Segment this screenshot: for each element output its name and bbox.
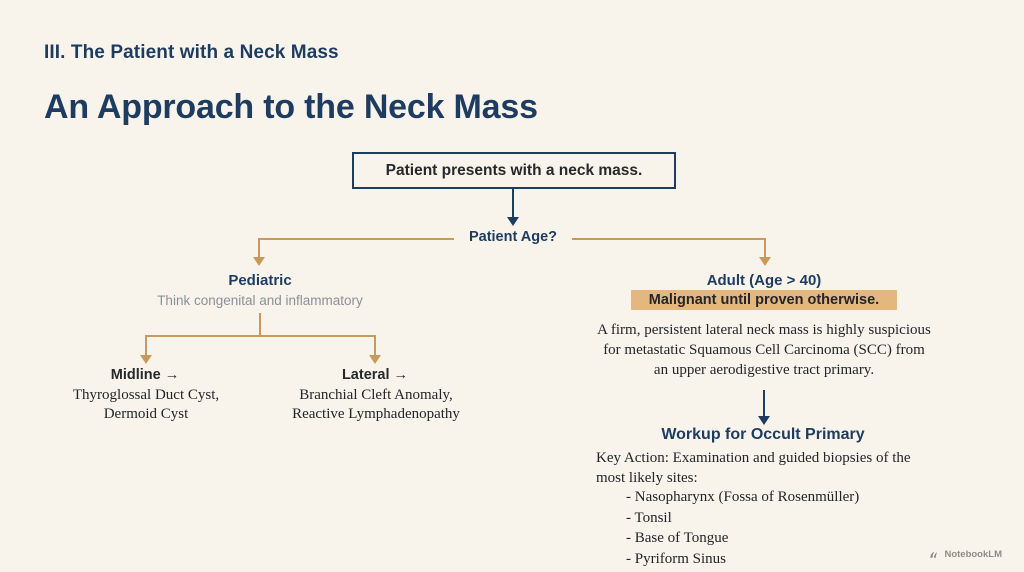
list-item: - Base of Tongue [626,530,729,546]
connector-to-pediatric [258,238,260,259]
leaf-body-lateral-line1: Branchial Cleft Anomaly, [299,387,453,403]
leaf-body-midline-line2: Dermoid Cyst [103,406,189,422]
leaf-title-midline: Midline → [110,367,180,383]
adult-heading: Adult (Age > 40) [706,272,822,289]
workup-key-action: Key Action: Examination and guided biops… [596,448,946,488]
connector-to-workup [763,390,765,418]
adult-paragraph-line1: A firm, persistent lateral neck mass is … [597,322,931,338]
connector-pediatric-bar [145,335,375,337]
page-title: An Approach to the Neck Mass [44,88,538,126]
adult-paragraph: A firm, persistent lateral neck mass is … [565,320,963,380]
list-item: - Nasopharynx (Fossa of Rosenmüller) [626,489,860,505]
arrowhead-to-pediatric [253,257,265,266]
connector-pediatric-lateral [374,335,376,357]
watermark-label: NotebookLM [944,549,1002,560]
list-item: - Tonsil [626,509,672,526]
adult-highlight-badge: Malignant until proven otherwise. [631,290,897,310]
workup-key-action-line1: Key Action: Examination and guided biops… [596,450,911,466]
leaf-title-lateral: Lateral → [341,367,409,383]
leaf-body-lateral: Branchial Cleft Anomaly, Reactive Lympha… [260,386,492,424]
notebooklm-logo-icon [930,551,938,558]
adult-paragraph-line3: an upper aerodigestive tract primary. [653,362,875,378]
arrowhead-midline [140,355,152,364]
notebooklm-watermark: NotebookLM [929,549,1002,560]
connector-decision-left [258,238,454,240]
slide-eyebrow: III. The Patient with a Neck Mass [44,42,339,63]
arrowhead-lateral [369,355,381,364]
connector-to-adult [764,238,766,259]
workup-key-action-line2: most likely sites: [596,470,698,486]
workup-title: Workup for Occult Primary [661,426,865,443]
connector-decision-right [572,238,766,240]
adult-paragraph-line2: for metastatic Squamous Cell Carcinoma (… [603,342,925,358]
decision-label: Patient Age? [455,229,571,245]
arrowhead-root-to-decision [507,217,519,226]
connector-root-to-decision [512,189,514,219]
arrowhead-to-adult [759,257,771,266]
leaf-body-lateral-line2: Reactive Lymphadenopathy [292,406,460,422]
pediatric-heading: Pediatric [228,272,292,289]
arrowhead-to-workup [758,416,770,425]
pediatric-subtitle: Think congenital and inflammatory [157,293,363,308]
list-item: - Pyriform Sinus [626,550,727,567]
leaf-body-midline-line1: Thyroglossal Duct Cyst, [72,387,220,403]
connector-pediatric-midline [145,335,147,357]
leaf-body-midline: Thyroglossal Duct Cyst, Dermoid Cyst [35,386,257,424]
connector-pediatric-stem [259,313,261,336]
root-node-box: Patient presents with a neck mass. [352,152,676,189]
workup-sites-list: - Nasopharynx (Fossa of Rosenmüller) - T… [596,487,986,569]
